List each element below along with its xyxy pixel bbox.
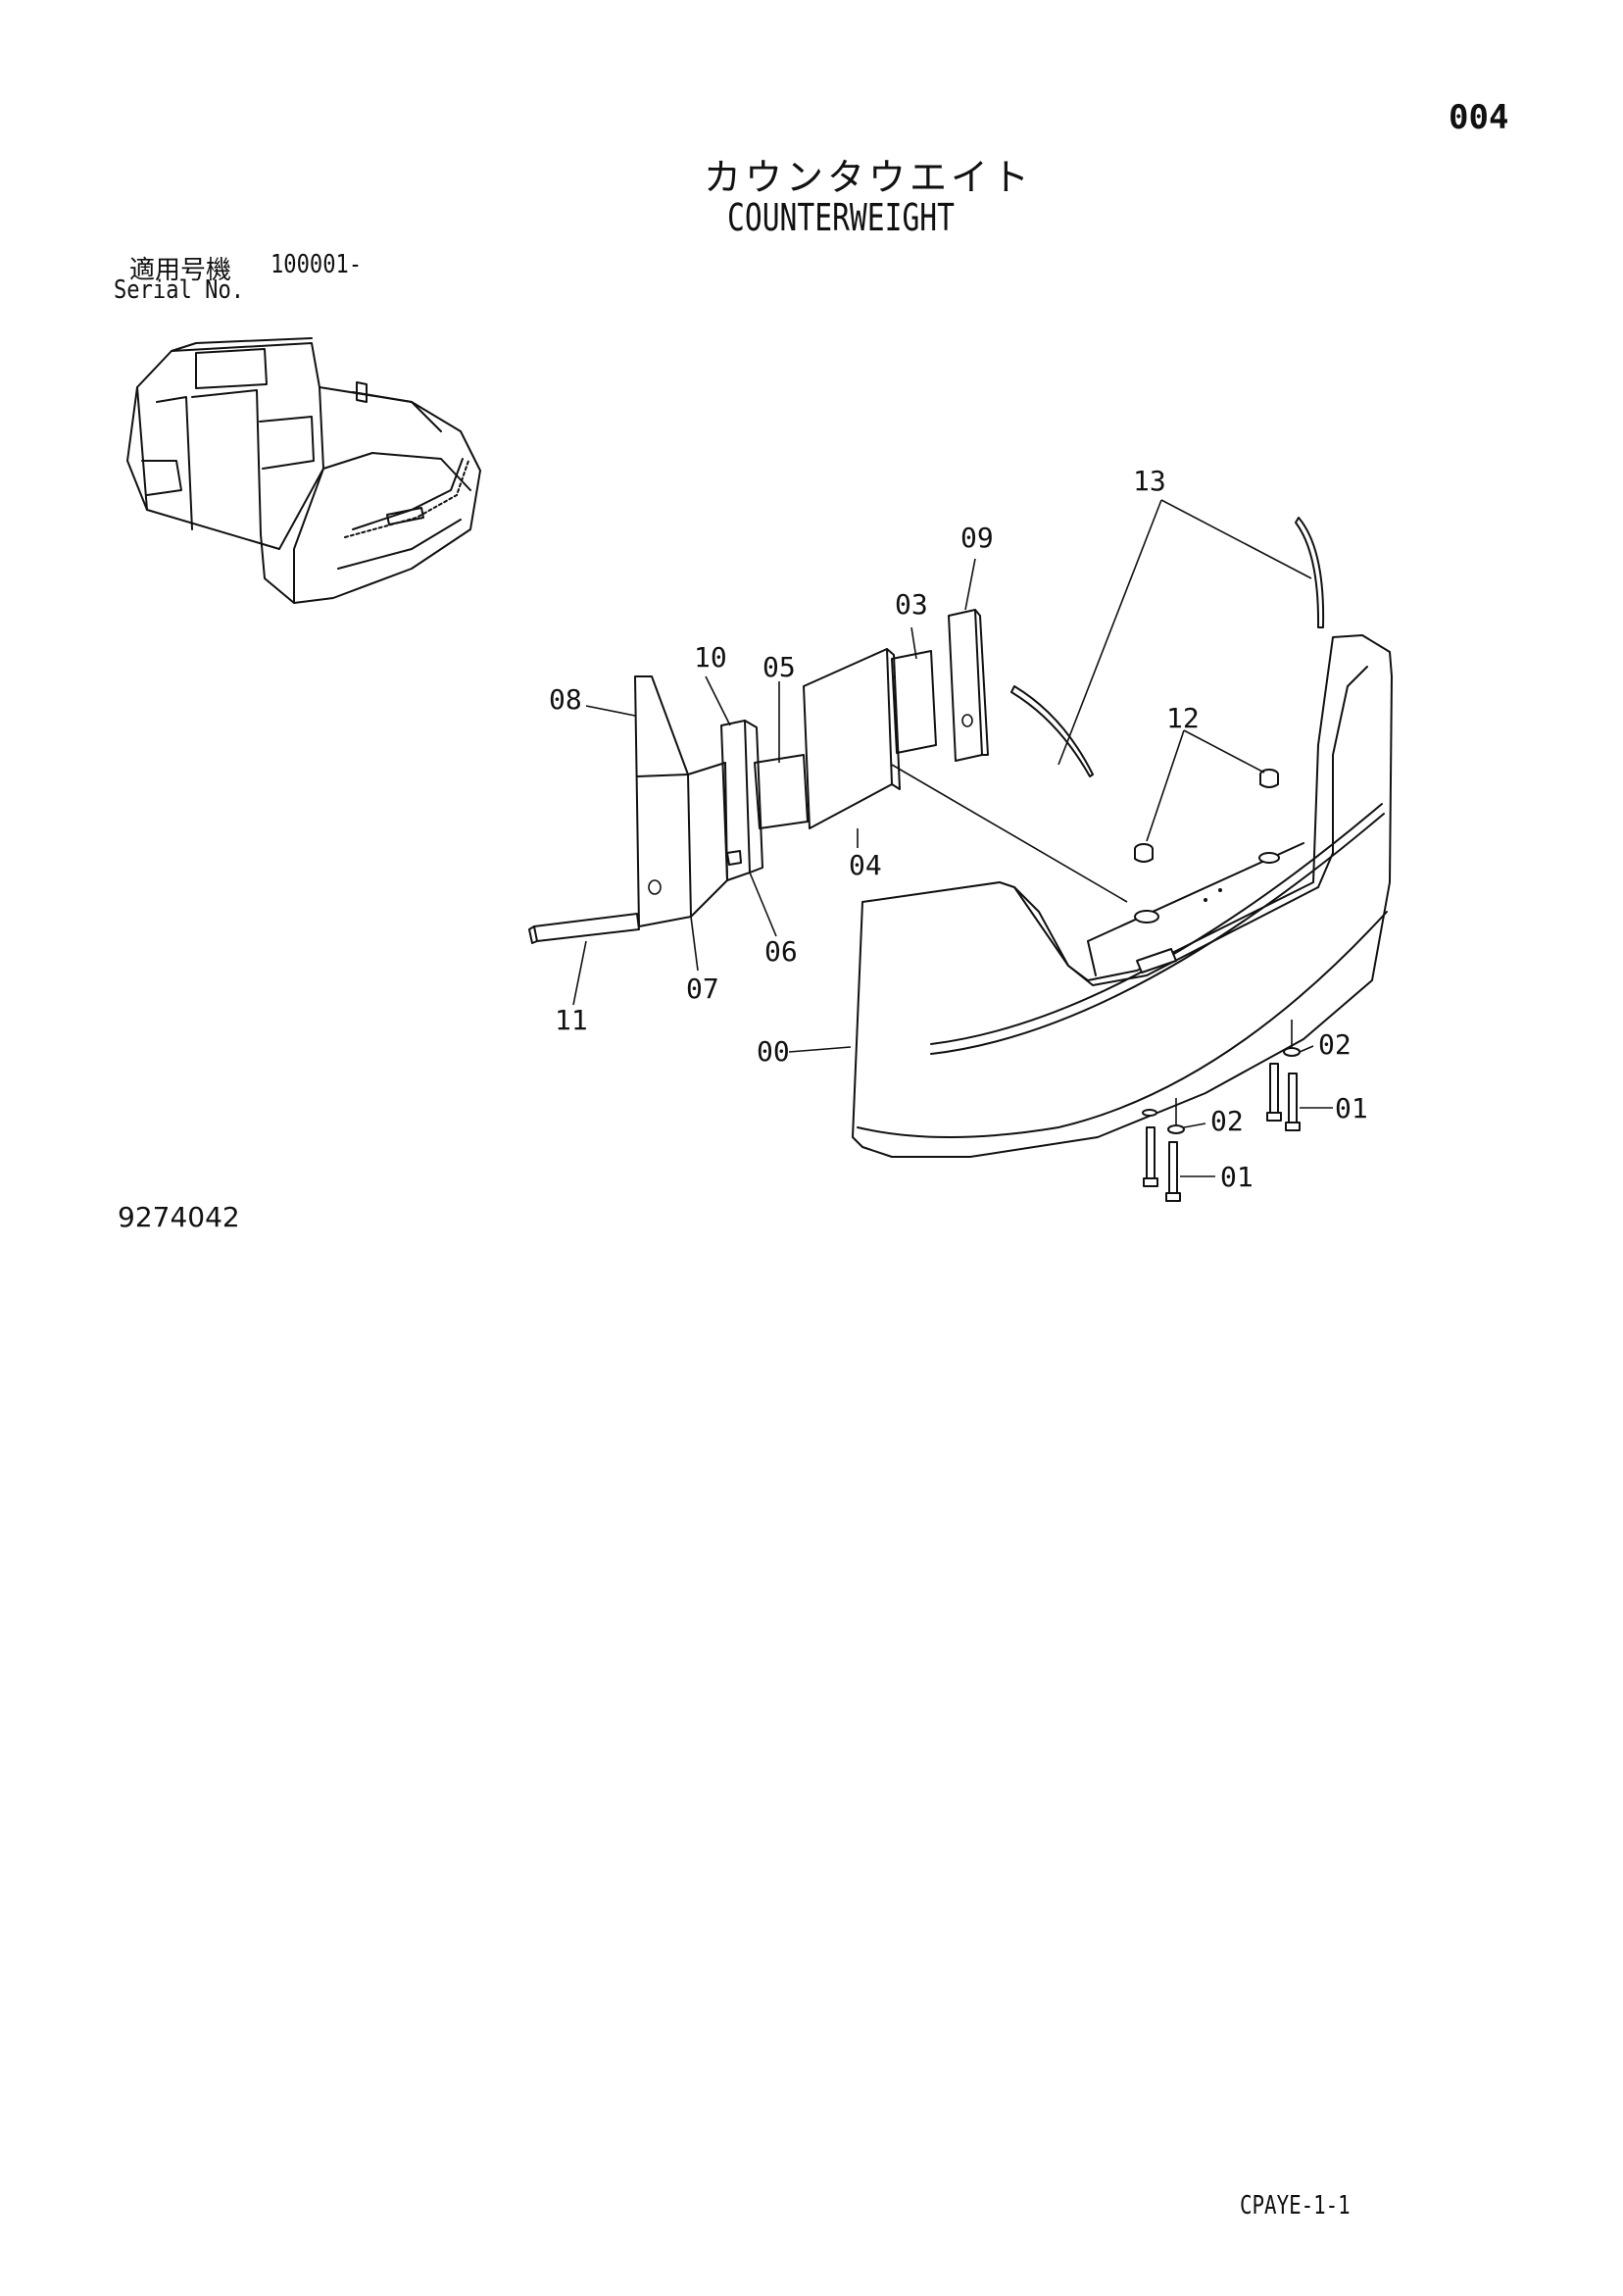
callout-11: 11 [555,1004,588,1036]
serial-label-english: Serial No. [114,275,245,305]
callout-03: 03 [895,588,928,621]
footer-code: CPAYE-1-1 [1240,2191,1351,2221]
bolts-and-washers-parts-01-02 [1142,1047,1301,1202]
callout-07: 07 [686,973,719,1005]
page-number: 004 [1449,98,1509,137]
page-title-english: COUNTERWEIGHT [727,196,955,239]
serial-label-japanese: 適用号機 [129,256,232,285]
callout-10: 10 [694,641,727,674]
callout-13: 13 [1133,465,1166,497]
excavator-overview-illustration [126,337,481,604]
callout-04: 04 [849,849,882,881]
callout-12: 12 [1166,702,1200,734]
caps-part-12 [1134,769,1279,863]
callout-labels: 13 09 03 10 05 08 12 04 06 07 11 00 02 0… [549,465,1368,1193]
callout-02-right: 02 [1318,1028,1352,1061]
callout-01-right: 01 [1335,1092,1368,1124]
leader-lines [572,499,1333,1177]
callout-02-left: 02 [1210,1105,1244,1137]
callout-05: 05 [762,651,796,683]
serial-number-value: 100001- [270,250,363,279]
callout-00: 00 [757,1035,790,1068]
plate-stack-parts-03-10 [528,609,1128,944]
counterweight-body [852,634,1393,1158]
callout-08: 08 [549,683,582,716]
seal-strip-part-13 [1010,517,1325,777]
drawing-number: 9274042 [118,1201,240,1233]
callout-01-left: 01 [1220,1161,1254,1193]
page-title-japanese: カウンタウエイト [704,156,1034,199]
callout-09: 09 [960,522,994,554]
callout-06: 06 [764,935,798,968]
